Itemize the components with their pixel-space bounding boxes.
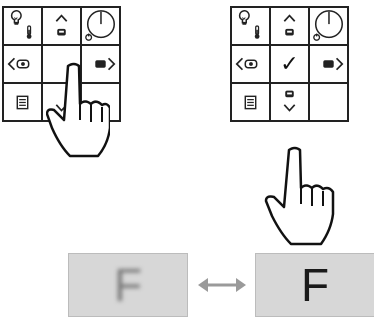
lightbulb-icon <box>10 10 22 25</box>
grid-cell-power[interactable] <box>82 8 121 46</box>
grid-cell-down[interactable] <box>271 84 310 122</box>
grid-cell-left[interactable] <box>232 46 271 84</box>
pointing-hand-icon <box>46 62 110 158</box>
power-icon <box>313 10 343 41</box>
grid-cell-center[interactable]: ✓ <box>271 46 310 84</box>
grid-cell-left[interactable] <box>4 46 43 84</box>
grid-cell-up[interactable] <box>271 8 310 46</box>
power-icon <box>85 10 115 41</box>
grid-cell-right[interactable] <box>82 46 121 84</box>
checkmark-icon: ✓ <box>280 52 299 77</box>
double-arrow-icon <box>198 278 246 292</box>
grid-cell-up[interactable] <box>43 8 82 46</box>
chevron-left-icon <box>7 57 30 71</box>
thermometer-icon <box>254 25 260 39</box>
blurry-letter: F <box>113 259 143 311</box>
thermometer-icon <box>26 25 32 39</box>
chevron-right-icon <box>95 57 116 71</box>
pointing-hand-icon <box>264 146 335 246</box>
chevron-up-icon <box>55 14 68 36</box>
grid-cell-menu[interactable] <box>232 84 271 122</box>
grid-cell-light-temp[interactable] <box>232 8 271 46</box>
grid-cell-right[interactable] <box>310 46 349 84</box>
blurry-letter-box: F <box>68 253 188 317</box>
menu-list-icon <box>16 95 29 110</box>
chevron-up-icon <box>283 14 296 36</box>
sharp-letter: F <box>300 259 330 311</box>
grid-cell-empty[interactable] <box>310 84 349 122</box>
grid-cell-power[interactable] <box>310 8 349 46</box>
menu-list-icon <box>244 95 257 110</box>
grid-cell-light-temp[interactable] <box>4 8 43 46</box>
lightbulb-icon <box>238 10 250 25</box>
sharp-letter-box: F <box>255 253 374 317</box>
right-control-grid: ✓ <box>230 6 349 122</box>
grid-cell-menu[interactable] <box>4 84 43 122</box>
chevron-left-icon <box>235 57 258 71</box>
chevron-down-icon <box>283 90 296 112</box>
chevron-right-icon <box>323 57 344 71</box>
